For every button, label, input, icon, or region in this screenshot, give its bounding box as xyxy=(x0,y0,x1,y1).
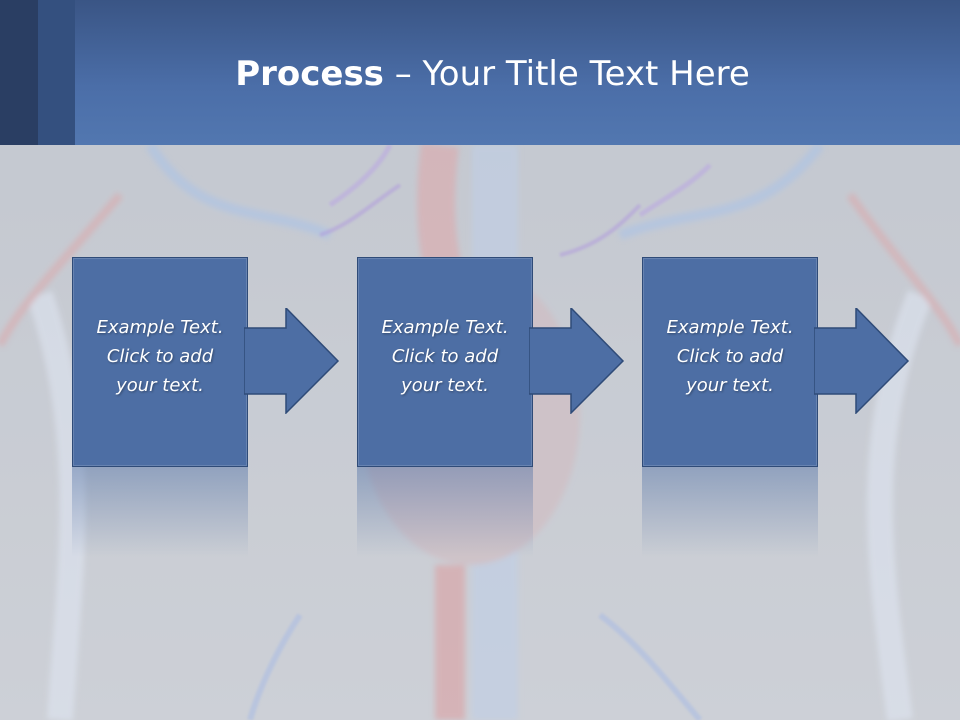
step-text-line: Click to add xyxy=(391,346,499,367)
step-text-line: your text. xyxy=(116,375,204,396)
step-text-line: Click to add xyxy=(676,346,784,367)
header-accent-bar-dark xyxy=(0,0,38,145)
title-bold: Process xyxy=(235,54,384,94)
slide-title[interactable]: Process – Your Title Text Here xyxy=(0,52,960,96)
step-text-line: Example Text. xyxy=(96,317,224,338)
header-accent-bar xyxy=(38,0,75,145)
process-step-box-2[interactable]: Example Text. Click to add your text. xyxy=(357,257,533,467)
process-step-box-3[interactable]: Example Text. Click to add your text. xyxy=(642,257,818,467)
step-text-line: Example Text. xyxy=(381,317,509,338)
step-text: Example Text. Click to add your text. xyxy=(643,313,817,400)
slide-header: Process – Your Title Text Here xyxy=(0,0,960,145)
step-reflection xyxy=(72,467,248,557)
step-text: Example Text. Click to add your text. xyxy=(73,313,247,400)
step-text-line: Click to add xyxy=(106,346,214,367)
step-text-line: your text. xyxy=(686,375,774,396)
process-arrow-3 xyxy=(814,308,910,414)
step-reflection xyxy=(357,467,533,557)
step-text-line: your text. xyxy=(401,375,489,396)
process-arrow-2 xyxy=(529,308,625,414)
title-rest: – Your Title Text Here xyxy=(383,54,750,94)
step-text-line: Example Text. xyxy=(666,317,794,338)
step-reflection xyxy=(642,467,818,557)
process-arrow-1 xyxy=(244,308,340,414)
process-step-box-1[interactable]: Example Text. Click to add your text. xyxy=(72,257,248,467)
step-text: Example Text. Click to add your text. xyxy=(358,313,532,400)
